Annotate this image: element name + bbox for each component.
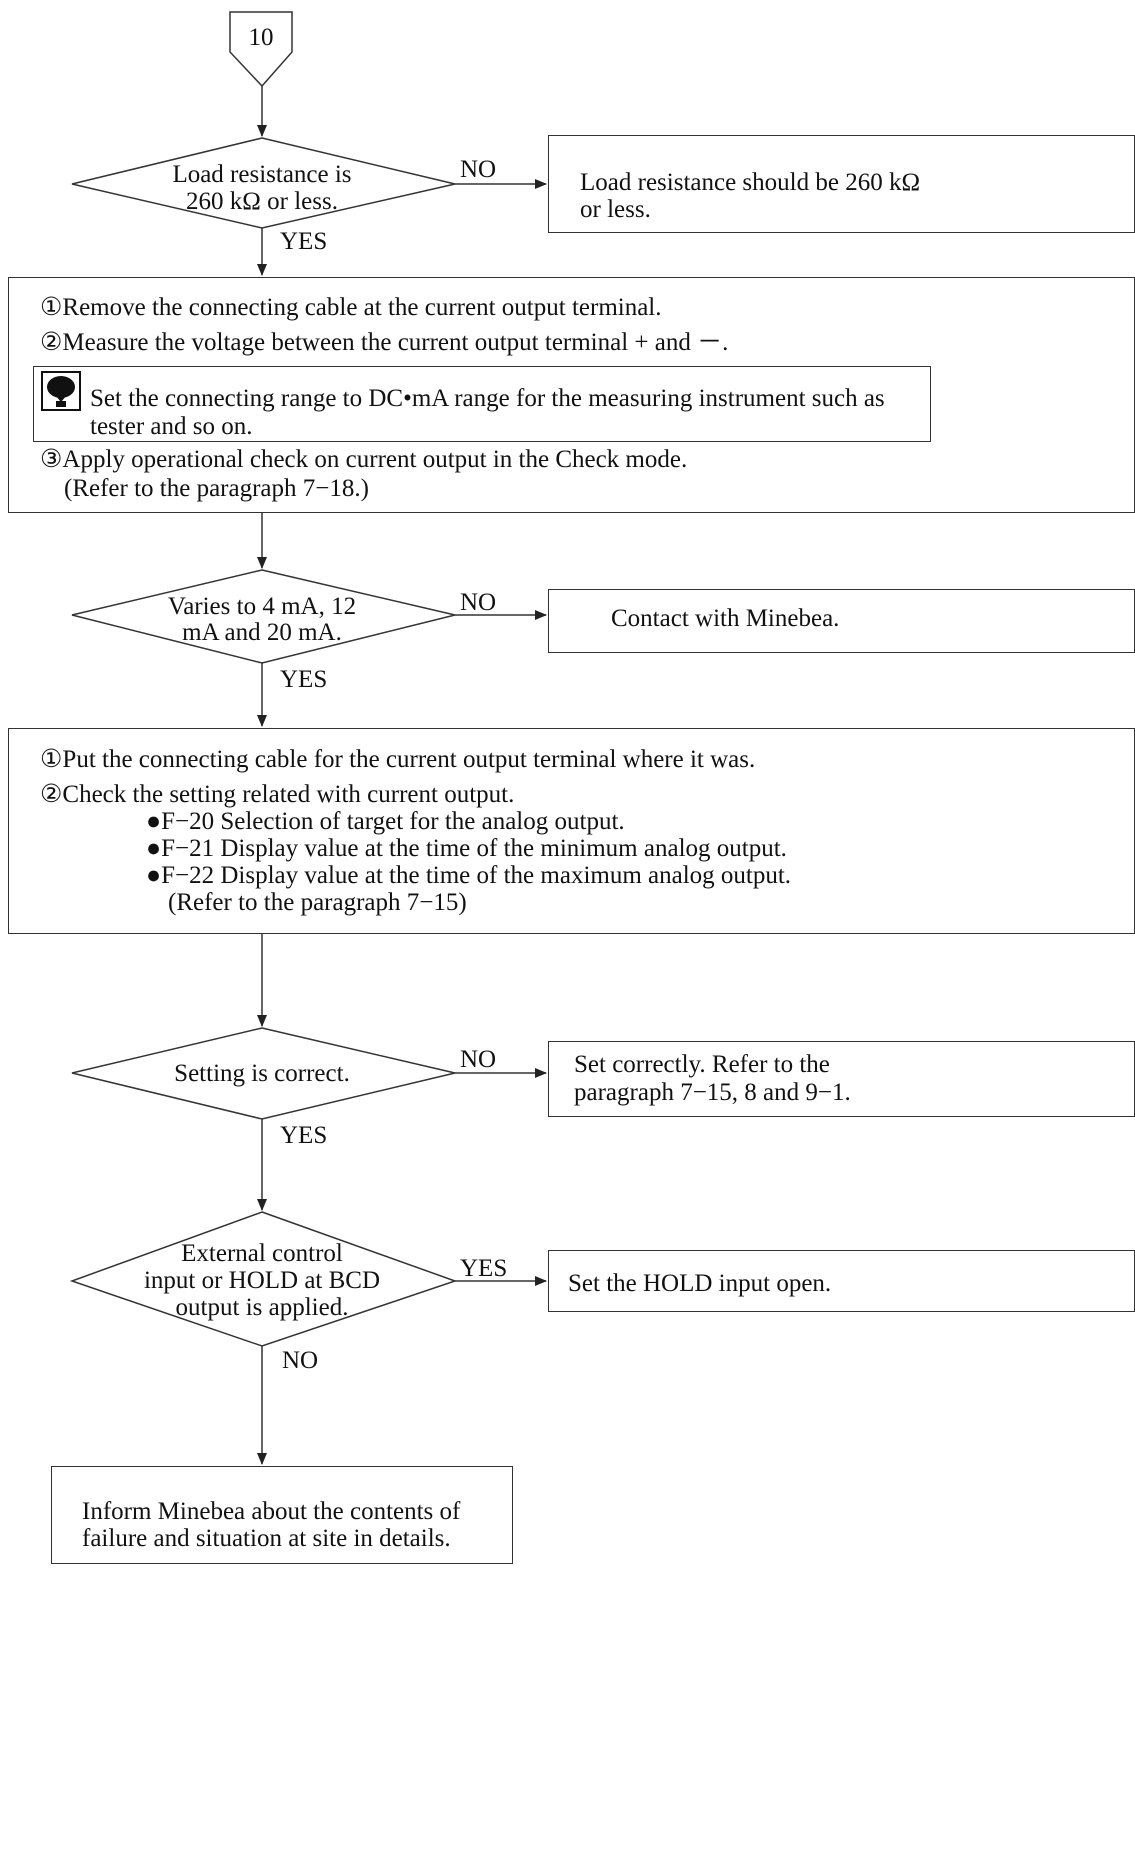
- connector-label: 10: [248, 24, 274, 51]
- decision-4-no-label: NO: [282, 1347, 319, 1374]
- decision-4-yes-action-box: [548, 1250, 1135, 1312]
- steps-2-item-2: ●F−21 Display value at the time of the m…: [146, 835, 787, 862]
- decision-4-yes-action: Set the HOLD input open.: [568, 1270, 832, 1297]
- caution-icon: [41, 371, 81, 411]
- decision-2-line2: mA and 20 mA.: [182, 619, 342, 646]
- decision-1-no-label: NO: [460, 156, 497, 183]
- decision-2-no-action-box: [548, 589, 1135, 653]
- decision-3-no-action-line1: Set correctly. Refer to the: [574, 1051, 830, 1078]
- steps-2-step2: ②Check the setting related with current …: [40, 781, 515, 808]
- decision-2-no-label: NO: [460, 589, 497, 616]
- steps-2-ref: (Refer to the paragraph 7−15): [168, 889, 467, 916]
- decision-1-no-action-line1: Load resistance should be 260 kΩ: [580, 169, 921, 196]
- steps-2-step1: ①Put the connecting cable for the curren…: [40, 746, 756, 773]
- decision-2-yes-label: YES: [280, 666, 328, 693]
- decision-3-no-action-line2: paragraph 7−15, 8 and 9−1.: [574, 1079, 851, 1106]
- decision-4-line2: input or HOLD at BCD: [143, 1267, 381, 1294]
- steps-1-note-box: [33, 366, 931, 442]
- decision-1-no-action-box: [548, 135, 1135, 233]
- steps-1-note-line2: tester and so on.: [90, 413, 253, 440]
- decision-4-line3: output is applied.: [175, 1294, 349, 1321]
- steps-1-step3: ③Apply operational check on current outp…: [40, 446, 688, 473]
- final-action-line1: Inform Minebea about the contents of: [82, 1498, 461, 1525]
- connector-shape: [229, 11, 293, 88]
- decision-1-no-action-line2: or less.: [580, 196, 651, 223]
- steps-2-item-3: ●F−22 Display value at the time of the m…: [146, 862, 792, 889]
- final-action-line2: failure and situation at site in details…: [82, 1525, 451, 1552]
- steps-2-item-1: ●F−20 Selection of target for the analog…: [146, 808, 625, 835]
- decision-1-yes-label: YES: [280, 228, 328, 255]
- decision-3-yes-label: YES: [280, 1122, 328, 1149]
- steps-1-step2: ②Measure the voltage between the current…: [40, 329, 729, 356]
- decision-3-no-action-box: [548, 1041, 1135, 1117]
- steps-1-step3-ref: (Refer to the paragraph 7−18.): [64, 475, 369, 502]
- decision-1-line2: 260 kΩ or less.: [186, 188, 338, 215]
- decision-3-no-label: NO: [460, 1046, 497, 1073]
- decision-2-no-action: Contact with Minebea.: [611, 605, 840, 632]
- decision-4-line1: External control: [181, 1240, 343, 1267]
- final-action-box: [51, 1466, 513, 1564]
- steps-1-note-line1: Set the connecting range to DC•mA range …: [90, 385, 885, 412]
- steps-2-box: [8, 728, 1135, 934]
- steps-1-step1: ①Remove the connecting cable at the curr…: [40, 294, 662, 321]
- decision-1-line1: Load resistance is: [172, 161, 352, 188]
- decision-3-line1: Setting is correct.: [174, 1060, 350, 1087]
- decision-2-line1: Varies to 4 mA, 12: [167, 593, 357, 620]
- decision-4-yes-label: YES: [460, 1255, 508, 1282]
